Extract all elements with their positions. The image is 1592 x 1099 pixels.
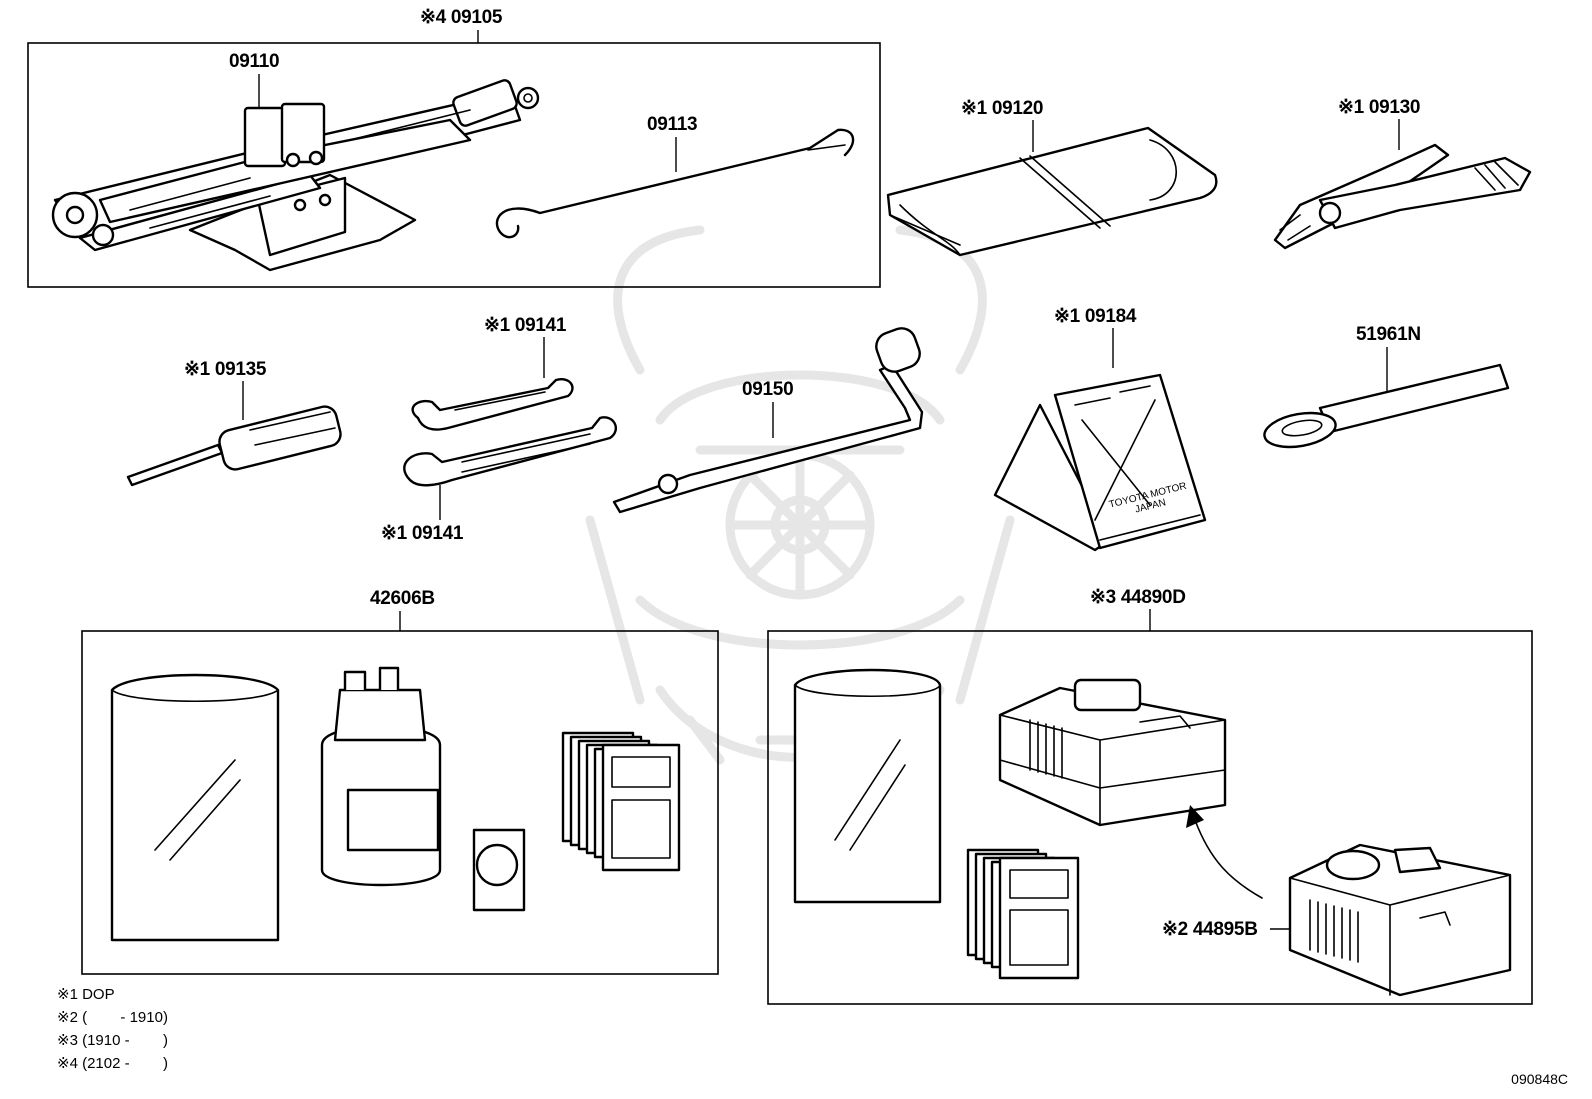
compressor-kit-contents xyxy=(793,668,1512,997)
jack-handle-drawing xyxy=(495,128,855,239)
note-2: ※2 ( - 1910) xyxy=(57,1009,168,1026)
label-tool-bag[interactable]: ※1 09120 xyxy=(961,98,1044,119)
tool-bag-drawing xyxy=(886,126,1218,257)
label-jack[interactable]: 09110 xyxy=(229,51,280,72)
wheel-wrench-drawing xyxy=(612,327,924,514)
label-screwdriver[interactable]: ※1 09135 xyxy=(184,359,267,380)
wrench-upper-drawing xyxy=(411,378,574,431)
warning-plate-drawing xyxy=(993,373,1207,552)
note-1: ※1 DOP xyxy=(57,986,115,1003)
wrench-lower-drawing xyxy=(403,416,617,487)
note-3: ※3 (1910 - ) xyxy=(57,1032,168,1049)
sealant-card-stack-2 xyxy=(966,848,1080,980)
leader-lines xyxy=(242,30,1400,930)
label-wrench-lower[interactable]: ※1 09141 xyxy=(381,523,464,544)
label-warning-plate[interactable]: ※1 09184 xyxy=(1054,306,1137,327)
label-wheel-wrench[interactable]: 09150 xyxy=(742,379,794,400)
label-wrench-upper[interactable]: ※1 09141 xyxy=(484,315,567,336)
jack-assy-box xyxy=(27,42,881,288)
figure-code: 090848C xyxy=(1511,1071,1568,1087)
label-compressor[interactable]: ※2 44895B xyxy=(1162,919,1258,940)
label-jack-assy[interactable]: ※4 09105 xyxy=(420,7,503,28)
tow-hook-drawing xyxy=(1263,363,1510,449)
label-tow-hook[interactable]: 51961N xyxy=(1356,324,1421,345)
note-4: ※4 (2102 - ) xyxy=(57,1055,168,1072)
label-repair-kit[interactable]: 42606B xyxy=(370,588,435,609)
label-pliers[interactable]: ※1 09130 xyxy=(1338,97,1421,118)
label-compressor-kit[interactable]: ※3 44890D xyxy=(1090,587,1186,608)
repair-kit-contents xyxy=(110,666,681,942)
sealant-card-stack xyxy=(561,731,681,872)
label-jack-handle[interactable]: 09113 xyxy=(647,114,698,135)
pliers-drawing xyxy=(1273,143,1532,250)
scissor-jack-drawing xyxy=(51,79,540,272)
screwdriver-drawing xyxy=(126,405,342,487)
